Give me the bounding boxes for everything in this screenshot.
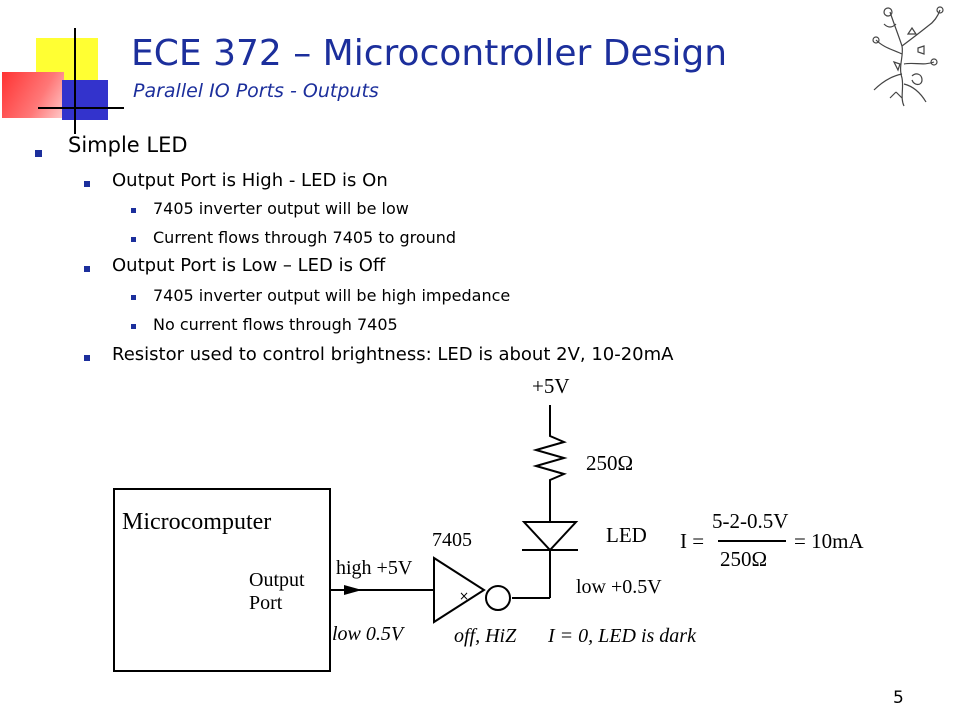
bullet-marker	[84, 266, 90, 272]
bullet-marker	[84, 355, 90, 361]
low-output-label: low +0.5V	[576, 576, 662, 598]
slide-number: 5	[893, 688, 904, 708]
led-dark-label: I = 0, LED is dark	[547, 625, 697, 647]
resistor-symbol	[532, 430, 568, 486]
inverter-gate-symbol	[433, 556, 486, 624]
bullet-marker	[131, 324, 136, 329]
chip-label: 7405	[432, 529, 472, 551]
slide-title: ECE 372 – Microcontroller Design	[131, 33, 728, 74]
bullet-level3: 7405 inverter output will be low	[153, 199, 409, 218]
svg-text:×: ×	[459, 589, 469, 603]
decor-red-square	[2, 72, 64, 118]
bullet-marker	[131, 237, 136, 242]
output-port-label-line2: Port	[249, 592, 283, 614]
bullet-level3: No current flows through 7405	[153, 315, 398, 334]
resistor-value-label: 250Ω	[586, 451, 633, 475]
formula-denominator: 250Ω	[720, 547, 767, 571]
slide-subtitle: Parallel IO Ports - Outputs	[133, 80, 379, 102]
supply-voltage-label: +5V	[532, 374, 570, 398]
output-port-label-line1: Output	[249, 569, 305, 591]
high-level-label: high +5V	[336, 557, 413, 579]
led-label: LED	[606, 523, 647, 547]
logo-sketch-icon	[872, 6, 944, 107]
bullet-level3: Current flows through 7405 to ground	[153, 228, 457, 247]
bullet-level3: 7405 inverter output will be high impeda…	[153, 286, 511, 305]
bullet-marker	[131, 295, 136, 300]
bullet-marker	[84, 181, 90, 187]
formula-numerator: 5-2-0.5V	[712, 509, 788, 533]
bullet-level2: Output Port is High - LED is On	[112, 170, 388, 191]
formula-result: = 10mA	[794, 529, 864, 553]
bullet-level2: Output Port is Low – LED is Off	[112, 255, 386, 276]
bullet-marker	[131, 208, 136, 213]
decor-horizontal-line	[38, 107, 124, 109]
microcomputer-label: Microcomputer	[122, 509, 271, 535]
formula-lhs: I =	[680, 529, 704, 553]
led-diode-symbol	[521, 521, 579, 552]
bullet-marker	[35, 150, 42, 157]
bullet-level1: Simple LED	[68, 133, 188, 157]
low-input-label: low 0.5V	[332, 623, 406, 645]
microcomputer-box	[113, 488, 331, 672]
off-hiz-label: off, HiZ	[454, 625, 517, 647]
inverter-output-bubble	[485, 585, 511, 611]
bullet-level2: Resistor used to control brightness: LED…	[112, 344, 674, 365]
decor-blue-square	[62, 80, 108, 120]
decor-vertical-line	[74, 28, 76, 134]
